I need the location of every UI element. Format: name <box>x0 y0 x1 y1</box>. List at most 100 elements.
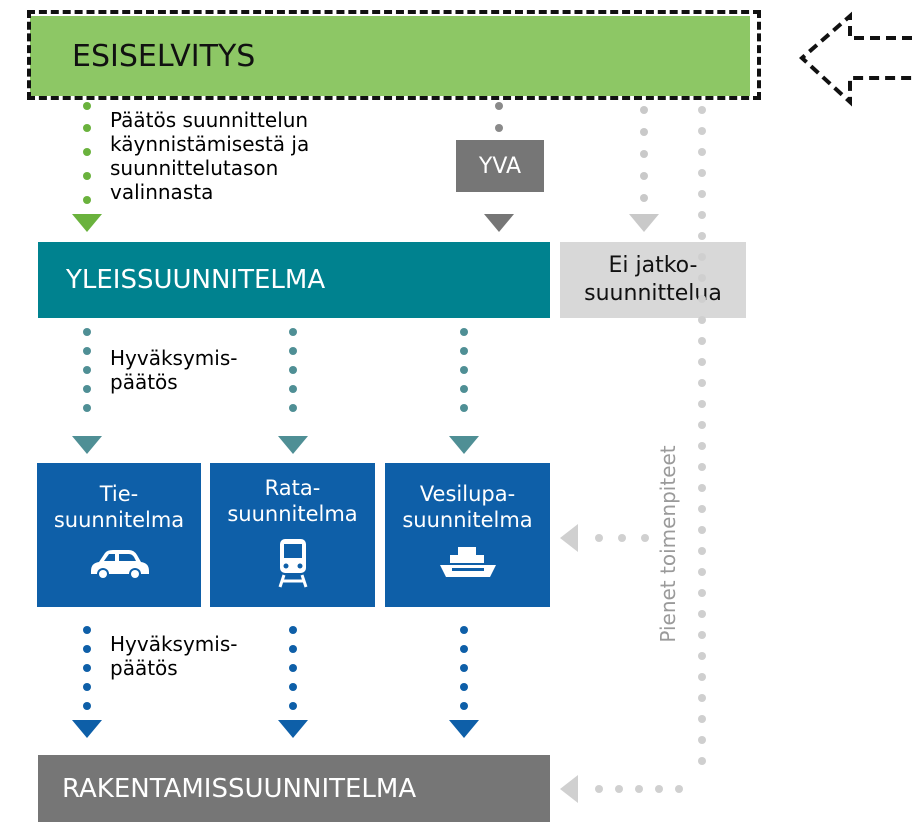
grey-dot <box>698 337 706 345</box>
grey-dot <box>698 274 706 282</box>
blue-dot <box>83 645 91 653</box>
train-icon <box>278 539 307 588</box>
grey-dot <box>655 785 663 793</box>
blue-dot <box>289 626 297 634</box>
grey-dot <box>641 534 649 542</box>
road-plan-line2: suunnitelma <box>53 508 185 532</box>
grey-dot <box>698 442 706 450</box>
grey-dot <box>698 379 706 387</box>
grey-dot <box>698 610 706 618</box>
decision-line: käynnistämisestä ja <box>110 132 310 156</box>
no-further-line: Ei jatko- <box>608 253 698 278</box>
no-further-planning-box: Ei jatko- suunnittelua <box>560 242 746 318</box>
small-measures-label: Pienet toimenpiteet <box>656 445 680 643</box>
teal-dot <box>83 366 91 374</box>
grey-dot <box>698 547 706 555</box>
grey-dot <box>698 190 706 198</box>
blue-dot <box>83 683 91 691</box>
decision-line: Päätös suunnittelun <box>110 108 309 132</box>
road-plan-line1: Tie- <box>99 482 139 506</box>
teal-dot <box>460 347 468 355</box>
grey-dot <box>595 785 603 793</box>
water-plan-line2: suunnitelma <box>402 508 533 532</box>
teal-dot <box>460 404 468 412</box>
esiselvitys-dashed-border <box>27 10 761 100</box>
general-plan-label: YLEISSUUNNITELMA <box>66 265 326 295</box>
blue-dot <box>83 664 91 672</box>
blue-dot <box>460 683 468 691</box>
grey-dot <box>698 736 706 744</box>
water-plan-line1: Vesilupa- <box>419 482 516 506</box>
grey-dot <box>595 534 603 542</box>
grey-dot <box>698 526 706 534</box>
teal-dot <box>289 328 297 336</box>
approval-text-1: Hyväksymis- päätös <box>110 346 237 394</box>
grey-dot <box>675 785 683 793</box>
grey-dot <box>618 534 626 542</box>
construction-plan-label: RAKENTAMISSUUNNITELMA <box>62 773 417 804</box>
teal-dot <box>460 366 468 374</box>
esiselvitys-box: ESISELVITYS <box>30 16 750 96</box>
rail-plan-line1: Rata- <box>264 476 321 500</box>
grey-dot <box>635 785 643 793</box>
blue-arrow-icon <box>72 720 102 738</box>
grey-dot <box>698 400 706 408</box>
teal-dot <box>460 328 468 336</box>
grey-dot <box>698 253 706 261</box>
teal-dot <box>83 347 91 355</box>
car-icon <box>91 550 149 580</box>
teal-arrow-icon <box>278 436 308 454</box>
blue-dot <box>289 702 297 710</box>
blue-dot <box>83 626 91 634</box>
teal-dot <box>289 385 297 393</box>
water-permit-plan-box: Vesilupa- suunnitelma <box>385 463 550 607</box>
grey-dot <box>698 757 706 765</box>
road-plan-box: Tie- suunnitelma <box>37 463 201 607</box>
blue-arrow-icon <box>278 720 308 738</box>
grey-dot <box>698 358 706 366</box>
grey-dot <box>698 421 706 429</box>
rail-plan-box: Rata- suunnitelma <box>210 463 375 607</box>
teal-dot <box>83 404 91 412</box>
approval-text-2: Hyväksymis- päätös <box>110 632 237 680</box>
approval-line: Hyväksymis- <box>110 346 238 370</box>
grey-dot <box>698 505 706 513</box>
construction-plan-box: RAKENTAMISSUUNNITELMA <box>38 755 550 822</box>
grey-dot <box>698 631 706 639</box>
yva-label: YVA <box>478 153 522 179</box>
grey-dot <box>698 652 706 660</box>
grey-dot <box>698 463 706 471</box>
teal-arrow-icon <box>449 436 479 454</box>
grey-dot <box>698 295 706 303</box>
grey-dot <box>698 568 706 576</box>
blue-dot <box>460 626 468 634</box>
approval-line: Hyväksymis- <box>110 632 238 656</box>
ship-icon <box>439 547 496 577</box>
grey-dot <box>698 148 706 156</box>
blue-dot <box>460 664 468 672</box>
teal-dot <box>289 404 297 412</box>
teal-dot <box>289 366 297 374</box>
teal-arrow-icon <box>72 436 102 454</box>
teal-dot <box>460 385 468 393</box>
rail-plan-line2: suunnitelma <box>227 502 358 526</box>
grey-dot <box>698 169 706 177</box>
yva-box: YVA <box>456 140 544 192</box>
decision-line: valinnasta <box>110 180 214 204</box>
teal-dot <box>289 347 297 355</box>
blue-dot <box>289 664 297 672</box>
approval-line: päätös <box>110 370 178 394</box>
grey-dot <box>615 785 623 793</box>
grey-dot <box>698 694 706 702</box>
grey-dot <box>698 316 706 324</box>
decision-line: suunnittelutason <box>110 156 279 180</box>
grey-dot <box>698 589 706 597</box>
blue-dot <box>460 645 468 653</box>
blue-dot <box>460 702 468 710</box>
grey-dot <box>698 127 706 135</box>
grey-dot <box>698 232 706 240</box>
grey-dot <box>698 484 706 492</box>
grey-dot <box>698 211 706 219</box>
esiselvitys-label: ESISELVITYS <box>72 38 256 74</box>
teal-dot <box>83 328 91 336</box>
